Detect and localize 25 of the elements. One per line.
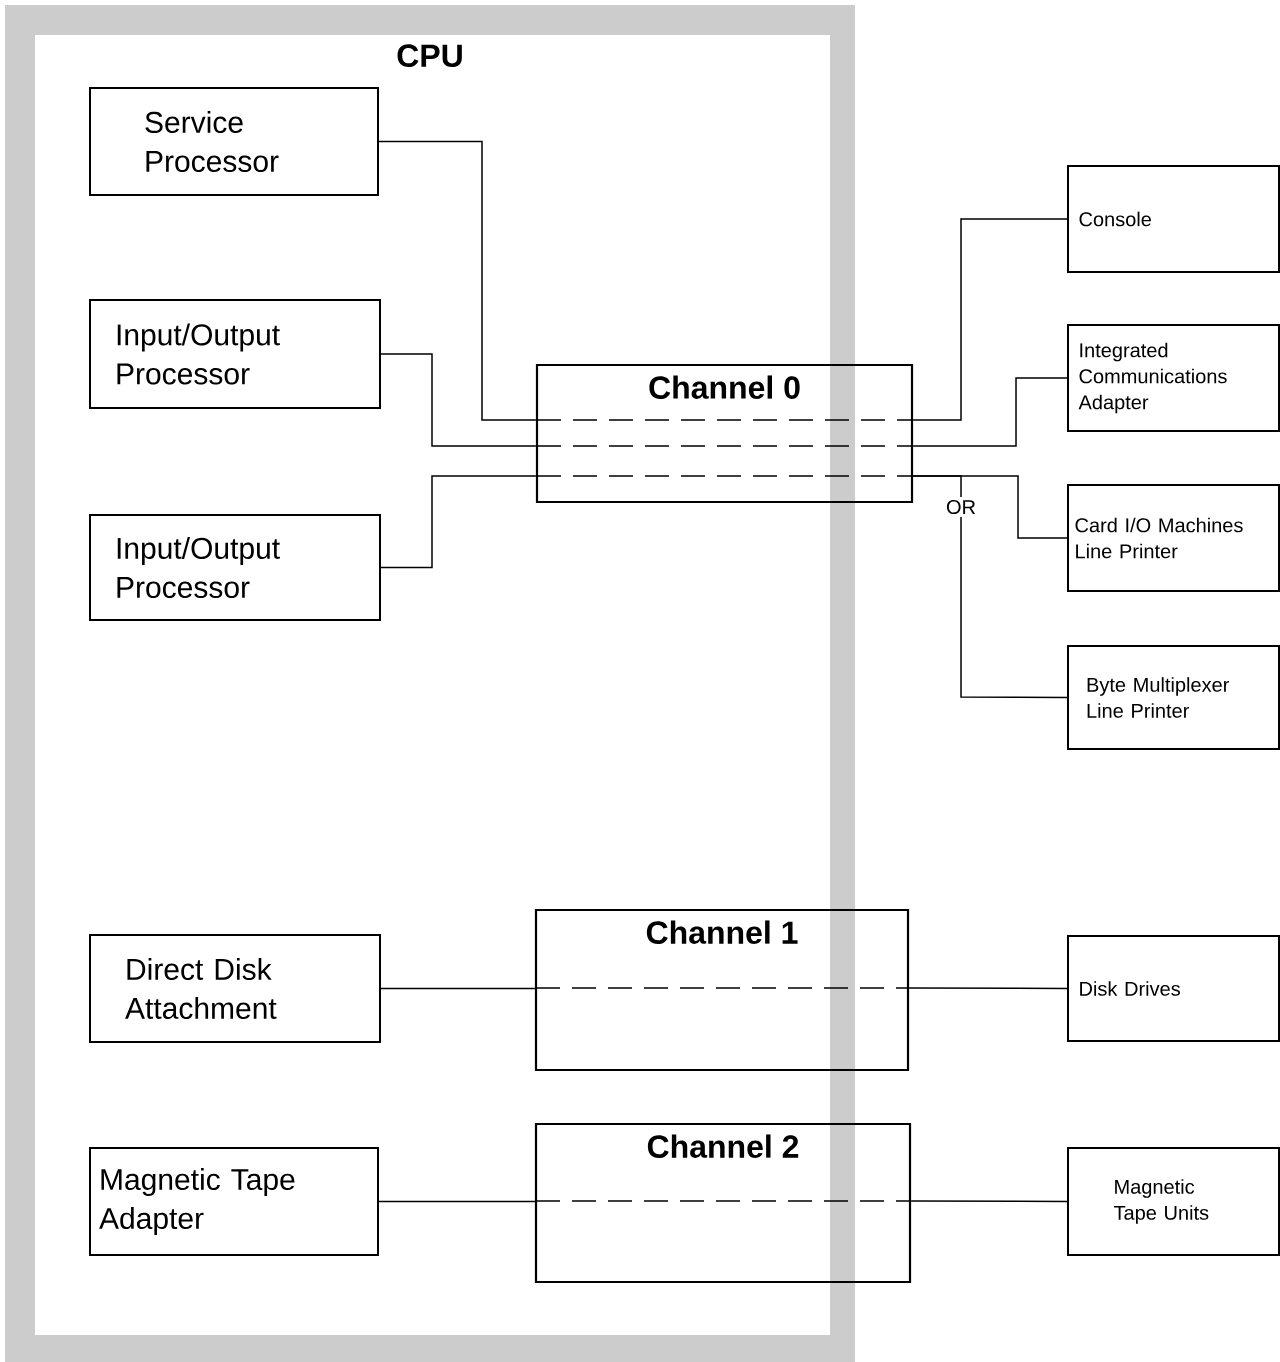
channel-box: Channel 2 [534,1122,912,1284]
channel-box: Channel 1 [534,908,910,1072]
connector-line [912,218,1068,421]
device-box: Disk Drives [1067,935,1280,1042]
edge-label: OR [943,496,979,518]
device-box: Byte Multiplexer Line Printer [1067,645,1280,750]
connector-line [380,475,537,569]
device-box: Integrated Communications Adapter [1067,324,1280,432]
connector-line [912,377,1068,447]
process-box: Magnetic Tape Adapter [89,1147,379,1256]
process-box: Direct Disk Attachment [89,934,381,1043]
connector-line [378,1200,536,1203]
device-box: Console [1067,165,1280,273]
connector-line [910,1200,1068,1203]
channel-box: Channel 0 [535,363,914,504]
connector-line [380,353,537,447]
device-box: Magnetic Tape Units [1067,1147,1280,1256]
device-box: Card I/O Machines Line Printer [1067,484,1280,592]
connector-line [380,987,536,990]
connector-line [908,987,1068,990]
connector-line [378,140,537,421]
process-box: Input/Output Processor [89,299,381,409]
process-box: Input/Output Processor [89,514,381,621]
process-box: Service Processor [89,87,379,196]
connector-line [912,475,1068,699]
